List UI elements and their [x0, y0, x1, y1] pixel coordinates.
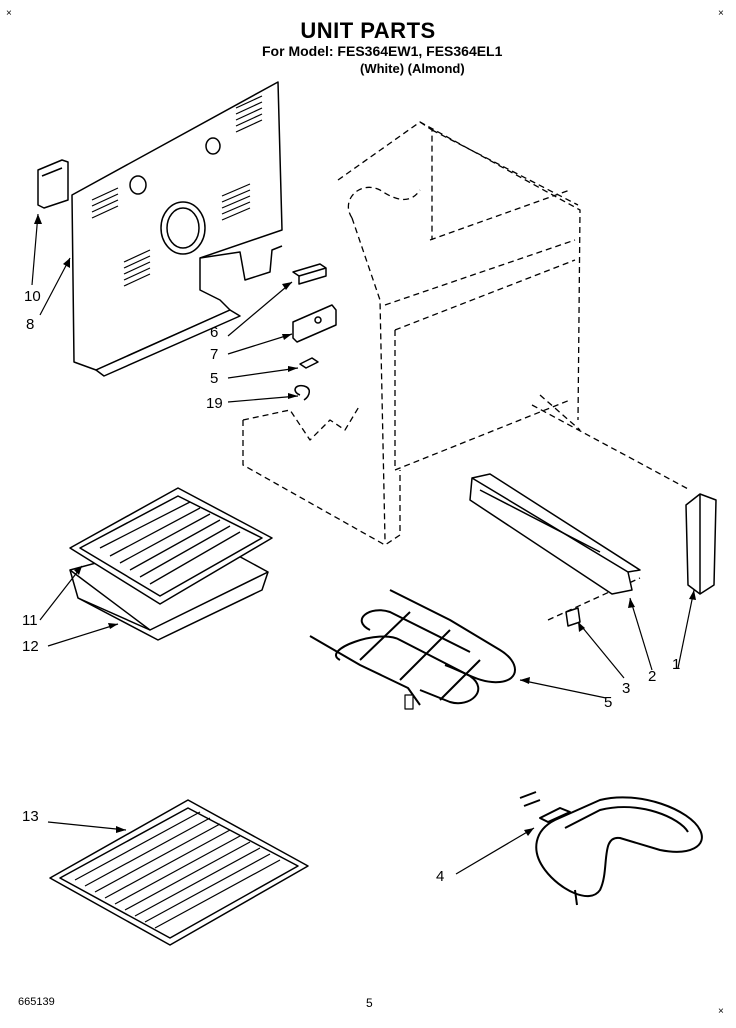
part-14-oven-rack	[49, 799, 309, 946]
callout-8: 7	[210, 346, 219, 363]
part-8-bracket	[292, 304, 337, 343]
part-6-terminal-block	[292, 263, 327, 285]
page-number: 5	[366, 996, 373, 1010]
callout-12: 12	[22, 638, 39, 655]
callout-19: 19	[206, 395, 223, 412]
part-10-rear-panel	[71, 81, 283, 377]
corner-mark-top-right: ×	[718, 8, 724, 19]
part-13-broiler-grid	[69, 487, 273, 605]
callout-13: 11	[22, 612, 38, 629]
callout-5: 5	[604, 694, 613, 711]
callout-7: 5	[210, 370, 219, 387]
arrowheads	[34, 214, 696, 836]
color-variants: (White) (Almond)	[360, 61, 465, 76]
callout-1: 1	[672, 656, 681, 673]
part-2-rail	[469, 473, 641, 595]
part-1-end-cap	[685, 493, 717, 595]
part-3-clip	[565, 607, 581, 627]
callout-10: 8	[26, 316, 35, 333]
callout-6: 6	[210, 324, 219, 341]
part-11-bracket	[37, 159, 69, 209]
callout-2: 2	[648, 668, 657, 685]
callout-4: 4	[436, 868, 445, 885]
part-19-wire-tie	[294, 384, 310, 401]
corner-mark-top-left: ×	[6, 8, 12, 19]
corner-mark-bottom-right: ×	[718, 1006, 724, 1017]
part-4-broil-element	[519, 791, 703, 906]
cabinet-outline	[242, 121, 691, 621]
page-title: UNIT PARTS	[300, 18, 436, 43]
part-7-clip	[299, 357, 319, 369]
leader-lines	[31, 213, 695, 875]
document-code: 665139	[18, 996, 55, 1008]
callout-11: 10	[24, 288, 41, 305]
model-line: For Model: FES364EW1, FES364EL1	[262, 43, 503, 59]
callout-3: 3	[622, 680, 631, 697]
part-5-bake-element	[309, 589, 516, 710]
callout-14: 13	[22, 808, 39, 825]
